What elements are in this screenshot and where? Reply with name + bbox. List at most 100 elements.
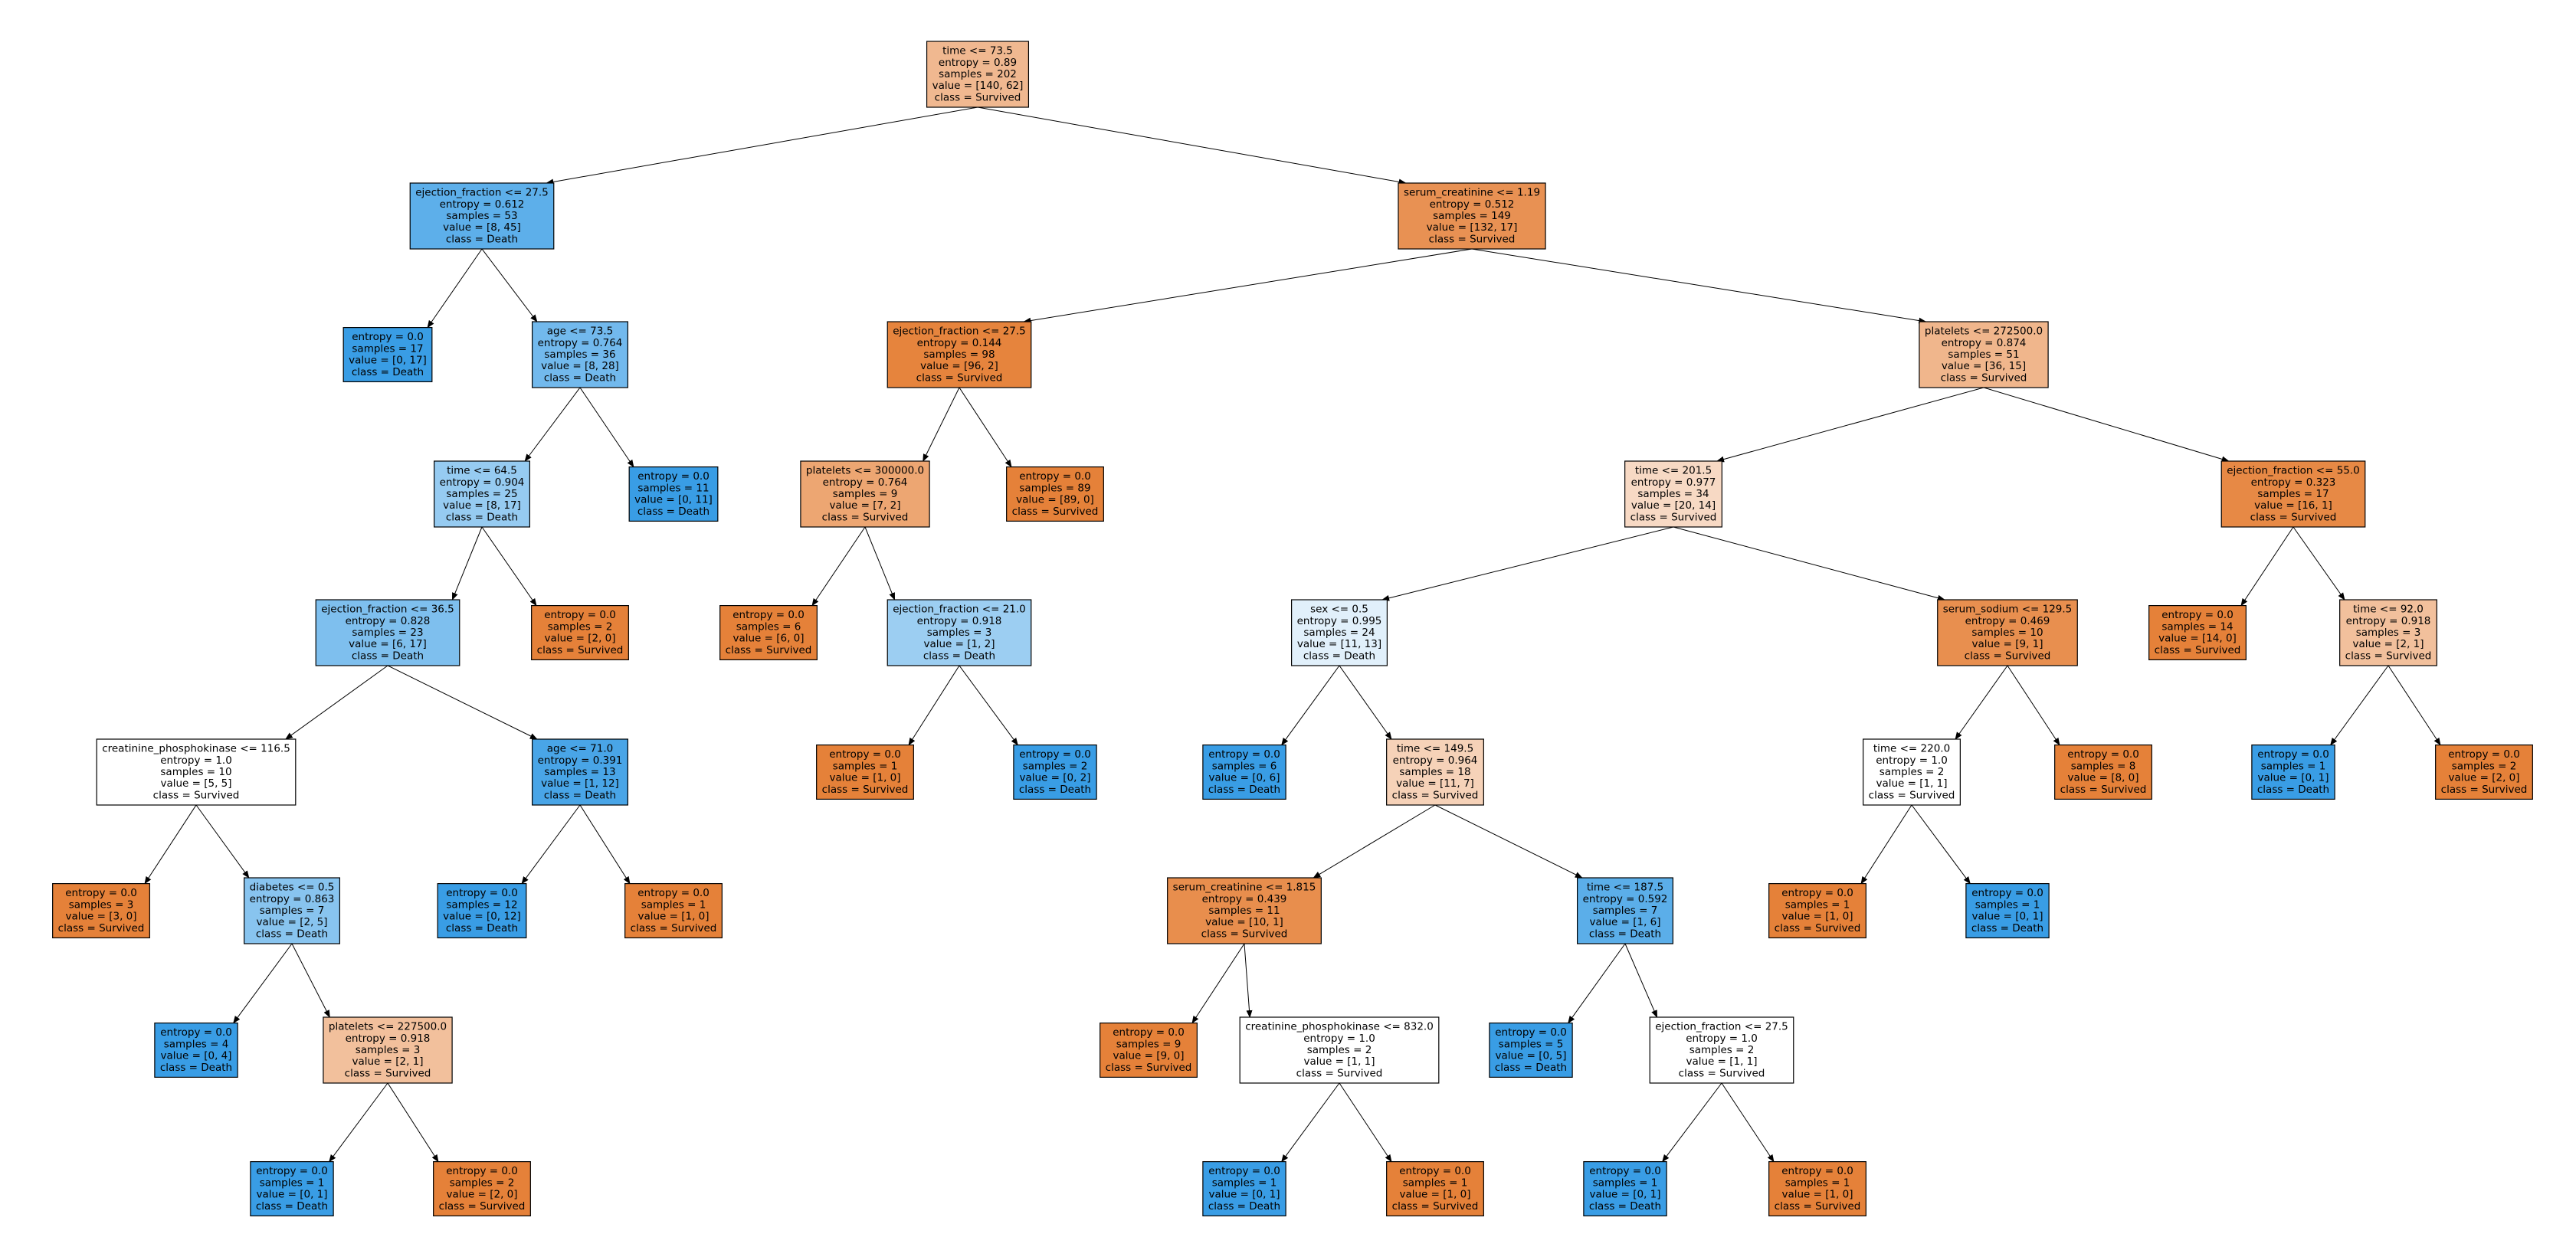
- node-box: [52, 882, 150, 938]
- node-box: [1100, 1022, 1198, 1078]
- node-text-line: class = Survived: [1630, 511, 1717, 523]
- node-text-line: samples = 7: [1593, 905, 1658, 917]
- node-text-line: samples = 3: [927, 627, 992, 639]
- node-text-line: class = Survived: [1392, 1200, 1479, 1213]
- tree-edge: [451, 526, 483, 601]
- node-text-line: class = Death: [352, 366, 424, 378]
- node-text-line: entropy = 0.0: [2067, 748, 2139, 761]
- node-text-line: value = [1, 0]: [829, 772, 900, 784]
- node-text-line: entropy = 0.964: [1393, 754, 1478, 767]
- node-text-line: entropy = 0.0: [65, 887, 137, 899]
- node-box: [1577, 877, 1673, 944]
- tree-edge: [1471, 248, 1927, 324]
- node-text-line: class = Survived: [631, 922, 717, 934]
- node-text-line: class = Survived: [153, 789, 240, 801]
- node-box: [2339, 599, 2437, 666]
- tree-edge: [1911, 804, 1971, 885]
- node-text-line: samples = 2: [1689, 1044, 1755, 1056]
- node-text-line: samples = 1: [1975, 898, 2040, 911]
- node-text-line: class = Survived: [1679, 1067, 1765, 1079]
- node-text-line: samples = 9: [1116, 1038, 1181, 1050]
- node-text-line: value = [11, 7]: [1396, 777, 1474, 790]
- node-box: [1386, 738, 1484, 806]
- tree-edge: [291, 943, 330, 1018]
- node-box: [2251, 744, 2335, 800]
- node-text-line: platelets <= 300000.0: [806, 465, 924, 477]
- node-text-line: value = [0, 1]: [1971, 911, 2043, 923]
- node-text-line: class = Death: [1303, 650, 1375, 662]
- node-box: [1006, 466, 1104, 522]
- node-text-line: samples = 17: [2257, 488, 2329, 500]
- node-text-line: value = [0, 17]: [349, 355, 427, 367]
- node-text-line: class = Survived: [1201, 928, 1288, 940]
- tree-edge: [959, 387, 1012, 468]
- tree-edge: [387, 1082, 439, 1163]
- node-text-line: value = [1, 2]: [923, 638, 995, 650]
- node-box: [409, 182, 555, 250]
- node-text-line: entropy = 0.439: [1202, 893, 1287, 905]
- node-box: [433, 1160, 531, 1216]
- node-box: [1768, 882, 1866, 938]
- node-text-line: class = Survived: [726, 644, 812, 656]
- node-box: [1489, 1022, 1573, 1078]
- node-text-line: class = Survived: [58, 922, 145, 934]
- node-box: [1937, 599, 2078, 666]
- node-text-line: value = [5, 5]: [160, 777, 231, 790]
- node-text-line: value = [11, 13]: [1297, 638, 1381, 650]
- node-text-line: entropy = 0.0: [544, 609, 616, 621]
- node-text-line: value = [1, 0]: [637, 911, 709, 923]
- tree-edge: [959, 665, 1018, 746]
- tree-edge: [1281, 665, 1340, 746]
- node-text-line: entropy = 0.0: [1781, 1165, 1853, 1177]
- node-text-line: class = Survived: [439, 1200, 526, 1213]
- node-box: [1398, 182, 1546, 250]
- node-text-line: value = [36, 15]: [1942, 360, 2026, 372]
- node-text-line: samples = 2: [548, 620, 613, 633]
- node-text-line: samples = 14: [2161, 620, 2233, 633]
- tree-edge: [1281, 1082, 1340, 1163]
- node-text-line: samples = 202: [939, 68, 1017, 80]
- node-text-line: samples = 10: [1971, 627, 2043, 639]
- node-text-line: samples = 36: [544, 349, 615, 361]
- node-text-line: class = Death: [1971, 922, 2043, 934]
- node-text-line: samples = 34: [1637, 488, 1709, 500]
- node-text-line: entropy = 0.0: [256, 1165, 328, 1177]
- tree-edge: [195, 804, 250, 879]
- tree-edge: [1716, 387, 1984, 463]
- tree-edge: [1313, 804, 1436, 879]
- node-text-line: time <= 201.5: [1635, 465, 1712, 477]
- node-box: [2435, 744, 2533, 800]
- node-text-line: entropy = 0.764: [823, 476, 908, 489]
- tree-edge: [1191, 943, 1245, 1024]
- tree-edge: [387, 665, 538, 740]
- node-box: [719, 604, 818, 660]
- node-text-line: entropy = 0.0: [829, 748, 901, 761]
- node-text-line: class = Death: [544, 371, 616, 384]
- node-box: [342, 327, 433, 383]
- node-text-line: entropy = 0.0: [2448, 748, 2520, 761]
- node-box: [1965, 882, 2050, 938]
- node-text-line: entropy = 0.512: [1430, 198, 1515, 211]
- node-text-line: class = Death: [2257, 784, 2329, 796]
- node-box: [1291, 599, 1388, 666]
- node-text-line: samples = 25: [446, 488, 517, 500]
- node-text-line: entropy = 0.592: [1583, 893, 1668, 905]
- node-text-line: value = [0, 1]: [1589, 1189, 1660, 1201]
- node-text-line: class = Survived: [1392, 789, 1479, 801]
- tree-edge: [923, 387, 960, 462]
- node-text-line: entropy = 0.0: [2257, 748, 2329, 761]
